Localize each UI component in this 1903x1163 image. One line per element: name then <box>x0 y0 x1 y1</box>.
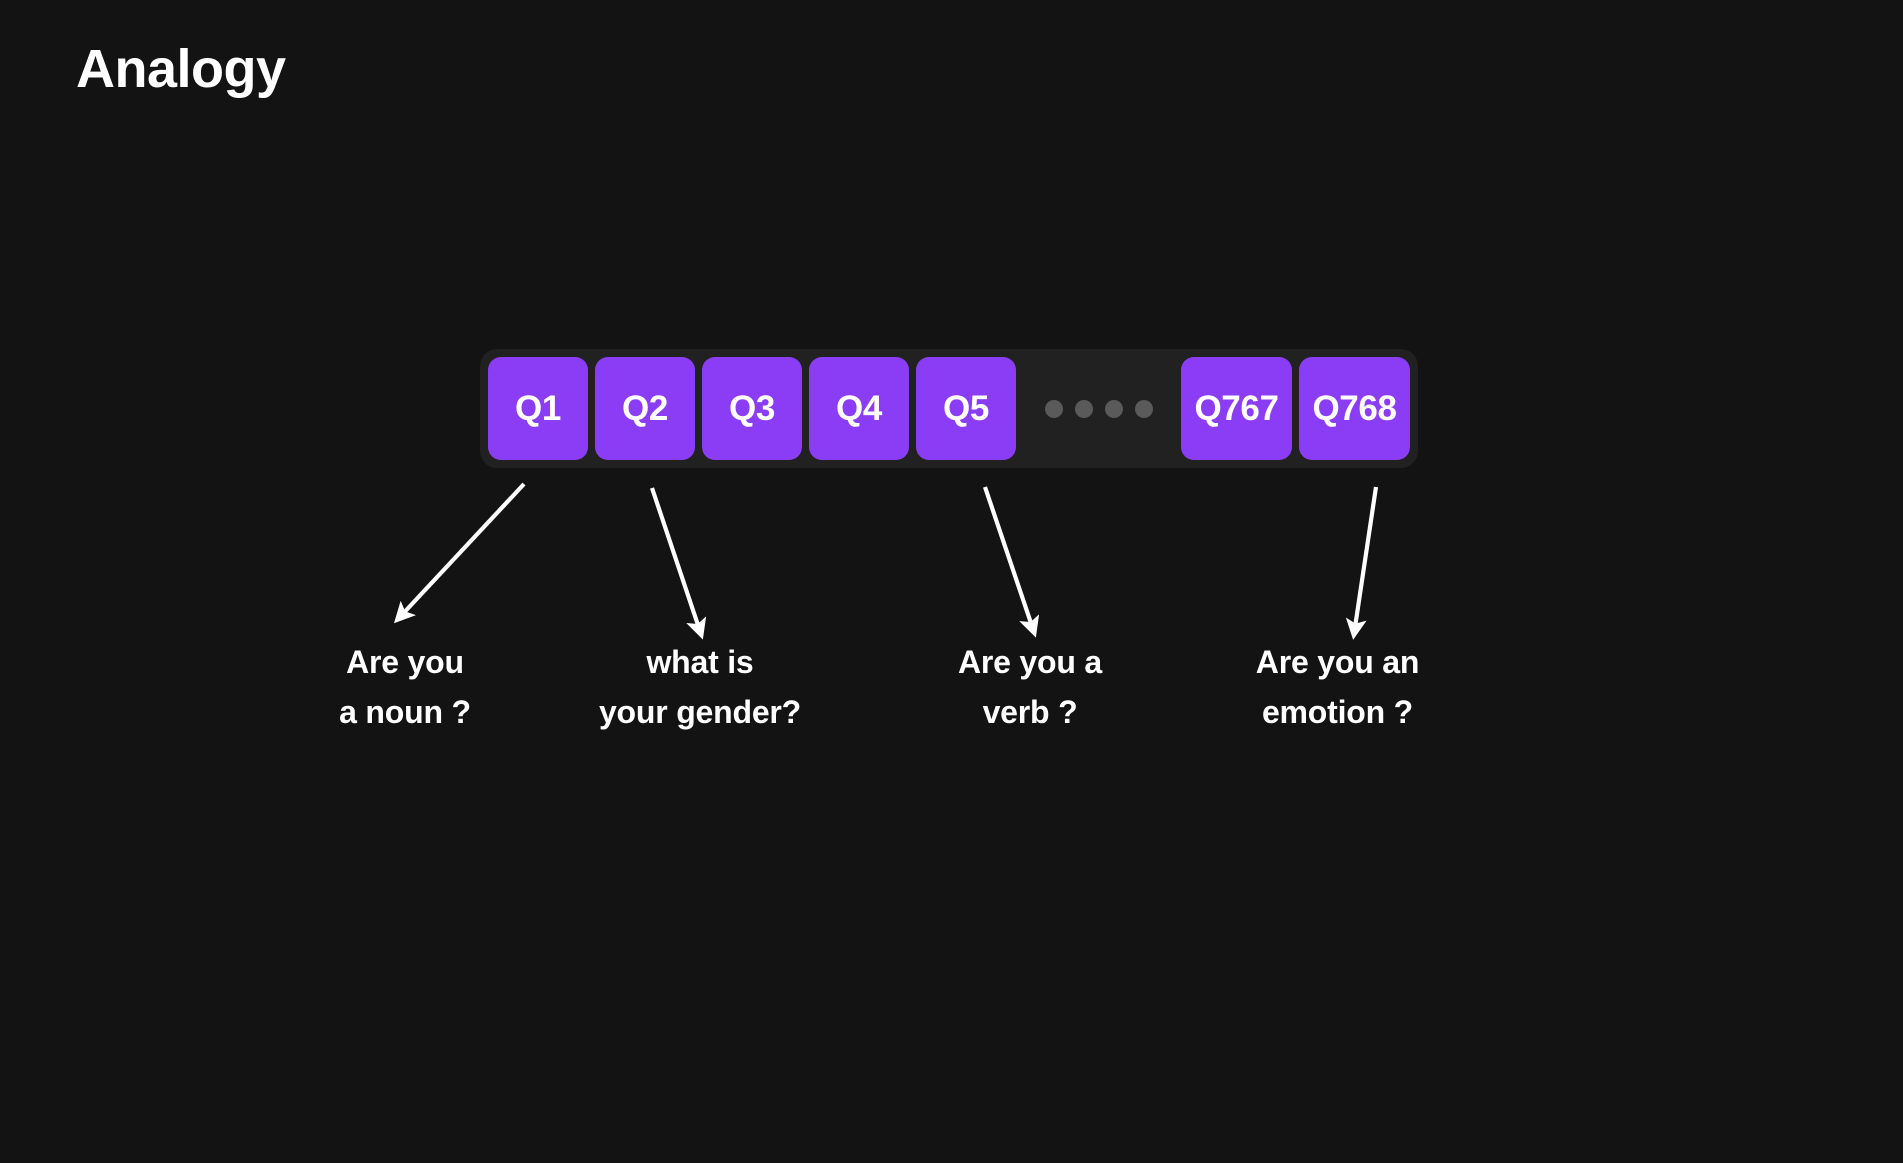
token-pill-q768[interactable]: Q768 <box>1299 357 1410 460</box>
ellipsis-dot <box>1074 399 1093 418</box>
ellipsis-dot <box>1044 399 1063 418</box>
token-pill-label: Q4 <box>836 388 882 428</box>
token-pill-q5[interactable]: Q5 <box>916 357 1016 460</box>
arrow-q5-to-callout <box>983 486 1040 638</box>
callout-label-q1: Are you a noun ? <box>285 638 525 737</box>
token-pill-label: Q5 <box>943 388 989 428</box>
token-pill-label: Q3 <box>729 388 775 428</box>
token-pill-label: Q768 <box>1312 388 1397 428</box>
callout-line-1: Are you an <box>1255 644 1420 680</box>
arrow-q768-to-callout <box>1345 486 1379 640</box>
token-pill-q767[interactable]: Q767 <box>1181 357 1292 460</box>
token-strip: Q1 Q2 Q3 Q4 Q5 Q767 Q768 <box>480 349 1418 468</box>
callout-line-1: Are you a <box>957 644 1103 680</box>
ellipsis-icon <box>1023 357 1174 460</box>
callout-label-q768: Are you an emotion ? <box>1225 638 1450 737</box>
ellipsis-dot <box>1134 399 1153 418</box>
token-pill-q2[interactable]: Q2 <box>595 357 695 460</box>
token-pill-q4[interactable]: Q4 <box>809 357 909 460</box>
callout-line-2: your gender? <box>598 693 802 730</box>
callout-line-1: Are you <box>346 644 464 680</box>
ellipsis-dot <box>1104 399 1123 418</box>
arrow-q2-to-callout <box>650 487 707 640</box>
callout-line-2: emotion ? <box>1261 693 1414 730</box>
arrow-q1-to-callout <box>393 482 526 624</box>
callout-line-1: what is <box>646 644 754 680</box>
callout-label-q2: what is your gender? <box>565 638 835 737</box>
page-title: Analogy <box>76 39 286 99</box>
token-pill-label: Q767 <box>1194 388 1279 428</box>
token-pill-q3[interactable]: Q3 <box>702 357 802 460</box>
callout-line-2: verb ? <box>982 693 1078 730</box>
token-pill-label: Q1 <box>515 388 561 428</box>
token-pill-label: Q2 <box>622 388 668 428</box>
callout-line-2: a noun ? <box>339 693 471 730</box>
token-pill-q1[interactable]: Q1 <box>488 357 588 460</box>
callout-label-q5: Are you a verb ? <box>930 638 1130 737</box>
